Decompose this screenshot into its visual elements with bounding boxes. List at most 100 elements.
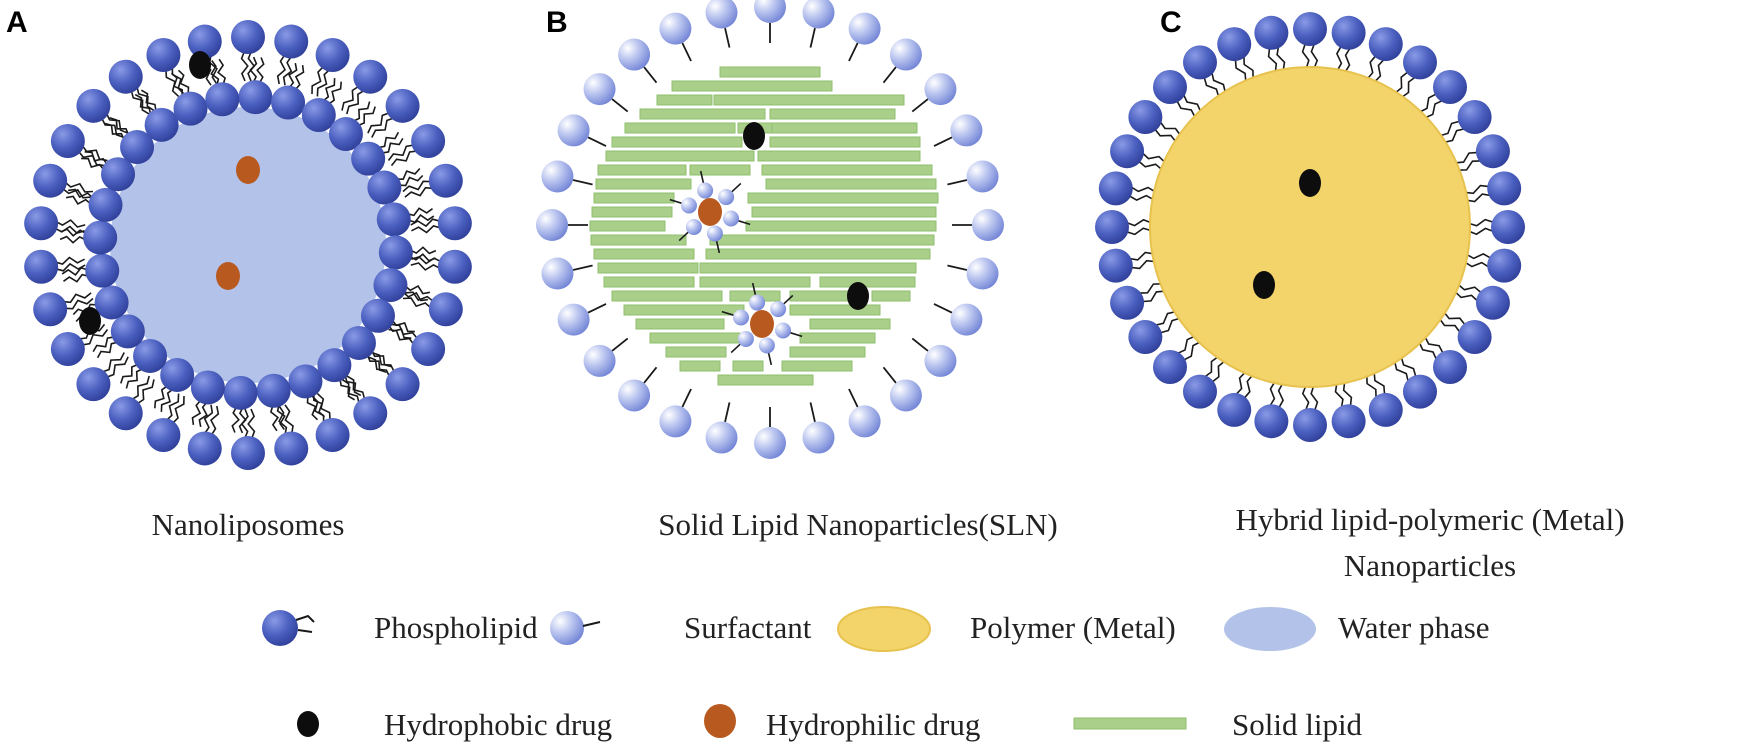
legend-surfactant-label: Surfactant bbox=[684, 610, 812, 645]
phospholipid-head bbox=[1095, 210, 1129, 244]
surfactant-head bbox=[706, 225, 723, 242]
lipid-tail bbox=[210, 60, 220, 87]
phospholipid-head bbox=[411, 124, 446, 158]
solid-lipid-bar bbox=[769, 136, 921, 148]
solid-lipid-bar bbox=[789, 304, 881, 316]
lipid-tail bbox=[346, 89, 366, 115]
phospholipid-head bbox=[301, 98, 336, 133]
lipid-tail bbox=[402, 297, 432, 309]
surfactant-tail bbox=[751, 282, 757, 296]
surfactant-tail bbox=[789, 331, 803, 338]
lipid-tail bbox=[1301, 42, 1310, 70]
lipid-tail bbox=[105, 356, 129, 379]
solid-lipid-bar bbox=[611, 290, 723, 302]
lipid-tail bbox=[404, 285, 431, 295]
surfactant-head bbox=[541, 257, 574, 290]
lipid-tail bbox=[130, 375, 150, 401]
phospholipid-head bbox=[428, 163, 463, 198]
phospholipid-head bbox=[317, 348, 352, 383]
solid-lipid-bar bbox=[699, 276, 811, 288]
lipid-tail bbox=[191, 399, 202, 426]
surfactant-head bbox=[758, 337, 775, 354]
lipid-tail bbox=[120, 363, 139, 384]
lipid-tail bbox=[390, 150, 418, 167]
phospholipid-head bbox=[33, 292, 68, 327]
hydrophobic-drug bbox=[847, 282, 869, 310]
lipid-tail bbox=[411, 256, 442, 265]
water-phase-swatch bbox=[1224, 607, 1316, 651]
solid-lipid-bar bbox=[623, 304, 745, 316]
surfactant-tail bbox=[572, 264, 593, 271]
legend: Phospholipid Surfactant Polymer (Metal) … bbox=[262, 606, 1490, 742]
surfactant-head bbox=[557, 303, 590, 336]
surfactant-head bbox=[659, 12, 692, 45]
lipid-tail bbox=[311, 395, 325, 424]
phospholipid-head bbox=[1182, 45, 1217, 80]
lipid-tail bbox=[404, 186, 434, 198]
solid-lipid-bar bbox=[789, 290, 851, 302]
hydrophobic-drug bbox=[189, 51, 211, 79]
legend-symbols bbox=[262, 606, 1316, 738]
lipid-tail bbox=[1463, 261, 1490, 269]
solid-lipid-bar bbox=[699, 262, 917, 274]
phospholipid-head bbox=[1098, 248, 1133, 283]
phospholipid-head bbox=[146, 37, 181, 72]
hydrophobic-drug bbox=[1253, 271, 1275, 299]
surfactant-tail bbox=[721, 310, 735, 317]
lipid-tail bbox=[1276, 45, 1286, 72]
phospholipid-head bbox=[1110, 134, 1145, 169]
lipid-tail bbox=[410, 262, 441, 271]
hydrophilic-drug bbox=[750, 310, 774, 338]
solid-lipid-bar bbox=[589, 220, 666, 232]
phospholipid-head bbox=[328, 117, 363, 152]
legend-hydrophilic-drug-label: Hydrophilic drug bbox=[766, 707, 980, 742]
sln-structure bbox=[536, 0, 1004, 459]
lipid-tail bbox=[406, 207, 433, 217]
hybrid-structure bbox=[1095, 12, 1525, 442]
phospholipid-head bbox=[33, 163, 68, 198]
surfactant-head bbox=[749, 294, 766, 311]
phospholipid-head bbox=[1403, 374, 1438, 409]
polymer-swatch bbox=[837, 606, 931, 652]
hydrophobic-drug bbox=[79, 307, 101, 335]
lipid-tail bbox=[346, 375, 366, 401]
lipid-tail bbox=[1138, 283, 1163, 294]
phospholipid-head bbox=[1293, 12, 1327, 46]
surfactant-tail bbox=[809, 27, 816, 48]
surfactant-tail bbox=[947, 264, 968, 271]
surfactant-head bbox=[732, 309, 749, 326]
solid-lipid-bar bbox=[747, 192, 939, 204]
lipid-tail bbox=[1454, 151, 1479, 164]
phospholipid-head bbox=[274, 24, 309, 59]
phospholipid-head bbox=[1098, 171, 1133, 206]
surfactant-head bbox=[775, 322, 792, 339]
phospholipid-head bbox=[353, 396, 388, 431]
lipid-tail bbox=[1141, 290, 1166, 303]
solid-lipid-bar bbox=[605, 150, 755, 162]
polymer-core bbox=[1149, 66, 1471, 388]
lipid-tail bbox=[84, 151, 108, 166]
lipid-tail bbox=[1400, 355, 1417, 378]
phospholipid-head bbox=[231, 20, 265, 54]
phospholipid-head bbox=[256, 373, 291, 408]
nanoliposome-structure bbox=[24, 20, 472, 470]
lipid-tail bbox=[1128, 194, 1155, 201]
surfactant-tail bbox=[681, 42, 692, 62]
lipid-tail bbox=[278, 405, 288, 436]
lipid-tail bbox=[1182, 93, 1202, 113]
lipid-tail bbox=[55, 219, 86, 228]
lipid-tail bbox=[1203, 355, 1220, 379]
surfactant-head bbox=[966, 257, 999, 290]
lipid-tail bbox=[1453, 290, 1479, 303]
solid-lipid-bar bbox=[799, 332, 876, 344]
lipid-tail bbox=[170, 72, 184, 98]
solid-lipid-bar bbox=[649, 332, 741, 344]
lipid-tail bbox=[1344, 47, 1352, 74]
panel-c-caption-line-2: Nanoparticles bbox=[1344, 548, 1516, 583]
lipid-tail bbox=[388, 324, 412, 339]
phospholipid-head bbox=[1368, 392, 1403, 427]
lipid-tail bbox=[1175, 99, 1197, 119]
solid-lipid-bar bbox=[624, 122, 736, 134]
lipid-tail bbox=[276, 403, 286, 430]
lipid-tail bbox=[136, 379, 155, 405]
